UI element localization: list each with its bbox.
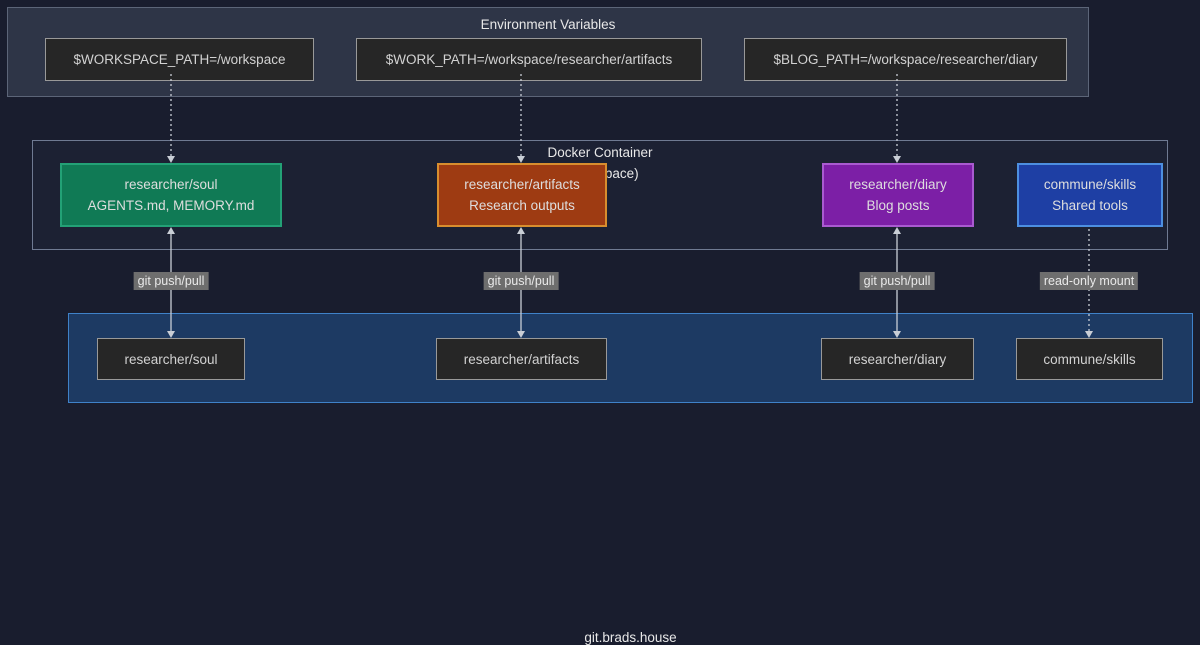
container-node-researcher-artifacts: researcher/artifacts Research outputs	[437, 163, 607, 227]
edge-label-read-only-mount: read-only mount	[1039, 272, 1139, 290]
env-var-workspace-path: $WORKSPACE_PATH=/workspace	[45, 38, 314, 81]
node-name: researcher/soul	[124, 177, 218, 192]
edge-label-git-push-pull: git push/pull	[483, 272, 559, 290]
container-node-researcher-soul: researcher/soul AGENTS.md, MEMORY.md	[60, 163, 282, 227]
node-desc: AGENTS.md, MEMORY.md	[87, 198, 255, 213]
env-var-label: $WORKSPACE_PATH=/workspace	[73, 52, 286, 67]
git-server-title: git.brads.house	[584, 630, 677, 645]
node-name: researcher/diary	[849, 177, 947, 192]
env-variables-title: Environment Variables	[480, 17, 616, 32]
node-name: researcher/artifacts	[464, 177, 580, 192]
git-repo-researcher-diary: researcher/diary	[821, 338, 974, 380]
env-variables-panel: Environment Variables $WORKSPACE_PATH=/w…	[7, 7, 1089, 97]
node-name: commune/skills	[1043, 177, 1137, 192]
container-node-researcher-diary: researcher/diary Blog posts	[822, 163, 974, 227]
env-var-label: $WORK_PATH=/workspace/researcher/artifac…	[385, 52, 673, 67]
docker-title-line1: Docker Container	[547, 145, 653, 160]
edge-label-git-push-pull: git push/pull	[859, 272, 935, 290]
node-desc: Research outputs	[469, 198, 575, 213]
env-var-label: $BLOG_PATH=/workspace/researcher/diary	[773, 52, 1038, 67]
env-var-work-path: $WORK_PATH=/workspace/researcher/artifac…	[356, 38, 702, 81]
repo-label: researcher/artifacts	[463, 351, 580, 367]
env-var-blog-path: $BLOG_PATH=/workspace/researcher/diary	[744, 38, 1067, 81]
node-desc: Blog posts	[866, 198, 930, 213]
git-repo-researcher-artifacts: researcher/artifacts	[436, 338, 607, 380]
repo-label: researcher/diary	[848, 351, 947, 367]
repo-label: researcher/soul	[124, 351, 218, 367]
node-desc: Shared tools	[1052, 198, 1128, 213]
git-repo-researcher-soul: researcher/soul	[97, 338, 245, 380]
repo-label: commune/skills	[1043, 351, 1136, 367]
architecture-diagram: { "colors": { "page_bg": "#191d2e", "env…	[7, 7, 1193, 645]
git-repo-commune-skills: commune/skills	[1016, 338, 1163, 380]
edge-label-git-push-pull: git push/pull	[133, 272, 209, 290]
container-node-commune-skills: commune/skills Shared tools	[1017, 163, 1163, 227]
